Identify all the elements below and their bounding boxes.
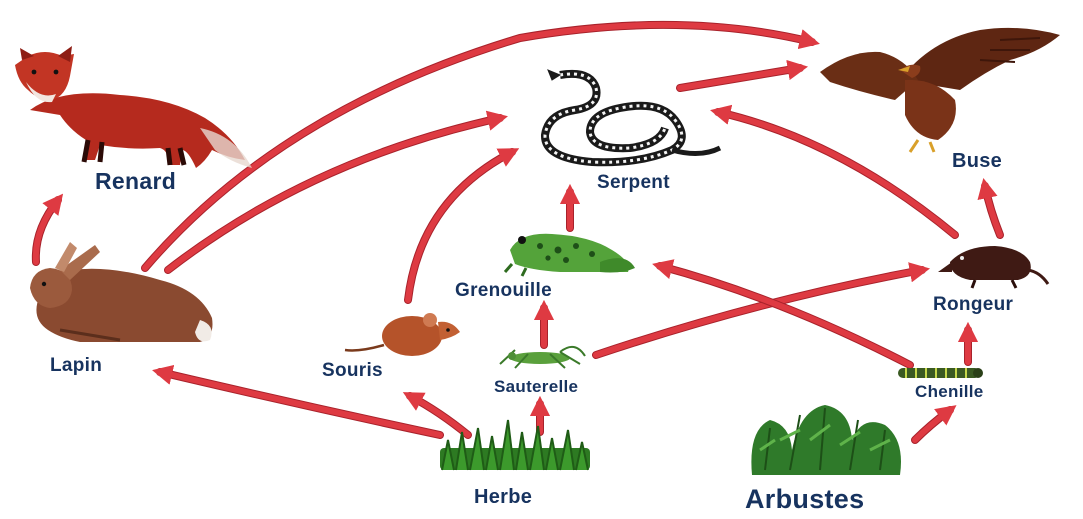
chenille-label: Chenille: [915, 382, 984, 402]
serpent-label: Serpent: [597, 172, 670, 194]
renard-label: Renard: [95, 168, 176, 195]
rongeur-label: Rongeur: [933, 294, 1013, 316]
sauterelle-label: Sauterelle: [494, 377, 578, 397]
herbe-label: Herbe: [474, 486, 532, 509]
lapin-label: Lapin: [50, 355, 102, 377]
souris-label: Souris: [322, 360, 383, 382]
buse-label: Buse: [952, 150, 1002, 173]
arbustes-label: Arbustes: [745, 484, 864, 515]
grenouille-label: Grenouille: [455, 280, 552, 302]
